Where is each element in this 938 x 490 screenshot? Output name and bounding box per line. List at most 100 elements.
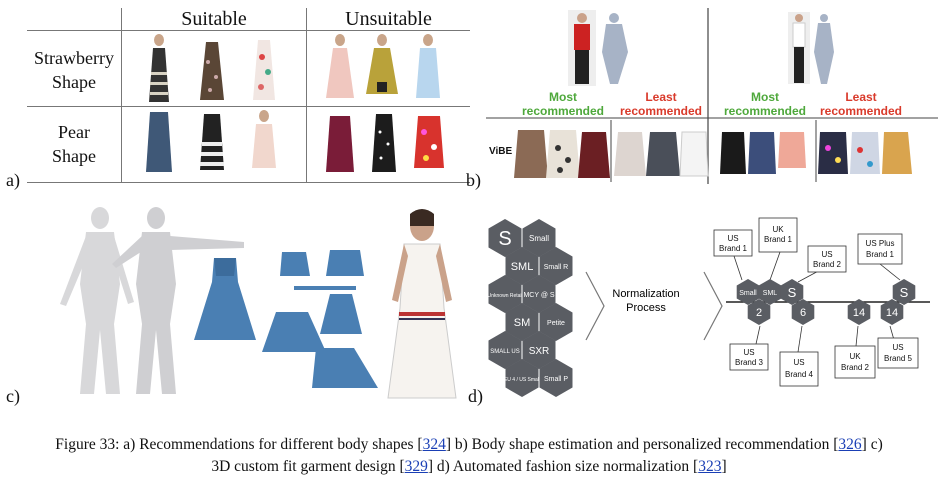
svg-text:US: US <box>793 358 804 367</box>
caption-text: ] d) Automated fashion size normalizatio… <box>427 458 699 475</box>
svg-text:SML: SML <box>511 261 534 273</box>
svg-text:Petite: Petite <box>547 320 565 327</box>
svg-text:Brand 1: Brand 1 <box>866 250 895 259</box>
svg-text:SM: SM <box>514 317 531 329</box>
body-avatar <box>814 14 834 84</box>
caption-text: ] <box>721 458 727 475</box>
size-hex: S <box>892 279 916 305</box>
row-pear: Pear Shape <box>27 120 121 168</box>
size-hex: 14 <box>880 299 904 325</box>
size-hex: Small P <box>539 359 573 397</box>
citation-link[interactable]: 329 <box>404 458 428 475</box>
label-line: Least <box>845 90 877 104</box>
svg-text:14: 14 <box>853 307 865 319</box>
size-hex: Small R <box>539 247 573 285</box>
chevron-right-icon <box>703 271 723 341</box>
size-hex: SML <box>758 279 782 305</box>
svg-text:Small R: Small R <box>544 264 569 271</box>
label-line: recommended <box>819 104 903 118</box>
svg-text:Small: Small <box>529 234 549 243</box>
col-suitable: Suitable <box>181 8 247 30</box>
caption-text: Figure 33: a) Recommendations for differ… <box>55 436 423 453</box>
size-hex: SXR <box>522 331 556 369</box>
label-line: recommended <box>619 104 703 118</box>
dress-image <box>416 34 440 98</box>
svg-text:EU 4 / US Small: EU 4 / US Small <box>504 377 540 383</box>
dress-image <box>326 34 354 98</box>
citation-link[interactable]: 324 <box>422 436 446 453</box>
size-hex: MCY @ S <box>522 275 556 313</box>
garment-3d <box>194 258 256 340</box>
svg-text:S Unknown Retailer: S Unknown Retailer <box>483 293 528 299</box>
dress-image <box>326 116 354 172</box>
svg-text:2: 2 <box>756 307 762 319</box>
dress-image <box>200 114 224 170</box>
svg-text:Brand 3: Brand 3 <box>735 358 764 367</box>
garment-images <box>514 130 912 178</box>
col-unsuitable: Unsuitable <box>345 8 432 30</box>
caption-text: ] b) Body shape estimation and personali… <box>445 436 839 453</box>
dress-photos <box>146 34 444 172</box>
dress-image <box>414 116 444 168</box>
row-label-line: Pear <box>58 122 90 142</box>
size-hex: EU 4 / US Small <box>504 359 540 397</box>
svg-text:SMALL US: SMALL US <box>490 349 519 355</box>
body-avatar <box>60 207 134 394</box>
least-recommended-label: Least recommended <box>606 90 716 118</box>
body-avatar <box>112 207 244 394</box>
svg-text:6: 6 <box>800 307 806 319</box>
svg-text:Brand 2: Brand 2 <box>841 363 870 372</box>
panel-letter-a: a) <box>6 170 20 190</box>
panel-letter-b: b) <box>466 170 481 190</box>
dress-image <box>253 40 275 100</box>
body-shape-figures <box>486 8 938 184</box>
table-rule <box>27 182 470 183</box>
svg-text:US: US <box>892 343 903 352</box>
size-hex: SML <box>505 247 539 285</box>
size-hex: Small <box>522 219 556 257</box>
size-hex: S Unknown Retailer <box>483 275 528 313</box>
caption-text: ] c) <box>861 436 883 453</box>
dress-image <box>252 110 276 168</box>
table-rule <box>27 30 470 31</box>
person-photo <box>568 10 596 86</box>
svg-text:SXR: SXR <box>529 346 550 357</box>
size-hex: SMALL US <box>488 331 522 369</box>
size-hex: 14 <box>847 299 871 325</box>
svg-text:Small: Small <box>739 290 757 297</box>
svg-text:US: US <box>727 234 738 243</box>
citation-link[interactable]: 323 <box>698 458 722 475</box>
svg-text:Brand 5: Brand 5 <box>884 354 913 363</box>
size-hex: Small <box>736 279 760 305</box>
svg-text:Brand 2: Brand 2 <box>813 260 842 269</box>
dress-image <box>149 34 169 102</box>
size-hex: 6 <box>791 299 815 325</box>
brand-box: US Brand 5 <box>877 337 919 369</box>
size-hex: 2 <box>747 299 771 325</box>
panel-letter-c: c) <box>6 386 20 406</box>
figure-caption: Figure 33: a) Recommendations for differ… <box>0 434 938 478</box>
chevron-right-icon <box>585 271 605 341</box>
svg-text:US: US <box>743 348 754 357</box>
body-avatar <box>602 13 628 84</box>
citation-link[interactable]: 326 <box>838 436 862 453</box>
size-hex: S <box>780 279 804 305</box>
model-photo <box>387 209 457 399</box>
process-label: Normalization <box>612 288 679 300</box>
svg-text:Small P: Small P <box>544 376 568 383</box>
table-divider <box>306 8 307 182</box>
dress-image <box>366 34 398 94</box>
person-photo <box>788 12 810 84</box>
dress-image <box>146 112 172 172</box>
label-line: Least <box>645 90 677 104</box>
svg-text:UK: UK <box>772 225 784 234</box>
label-line: recommended <box>521 104 605 118</box>
row-strawberry: Strawberry Shape <box>27 46 121 94</box>
svg-text:S: S <box>900 285 909 300</box>
